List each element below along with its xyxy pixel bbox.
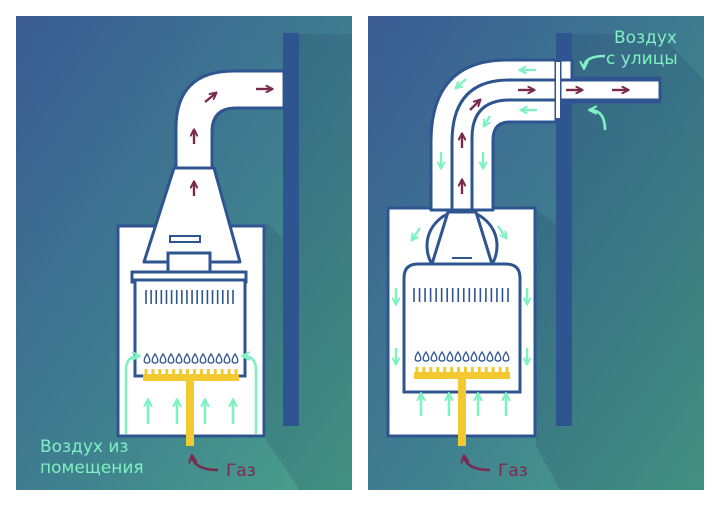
burner-nozzle [450,367,454,372]
left-burner-flames [143,352,239,364]
burner-nozzle [165,369,169,374]
gas-pipe-icon [458,378,466,446]
right-burner-flames [414,350,510,362]
left-burner-bar [143,374,239,381]
room-air-label-line2: помещения [40,458,144,478]
burner-flame-icon [183,352,191,364]
burner-flame-icon [223,352,231,364]
left-wall [283,33,299,426]
right-panel-sealed-chamber: Воздух с улицы Газ [368,16,704,490]
burner-flame-icon [231,352,239,364]
burner-nozzle [457,367,461,372]
burner-flame-icon [167,352,175,364]
gas-pipe-icon [186,380,194,446]
burner-nozzle [463,367,467,372]
right-gas-label: Газ [498,461,528,481]
left-heat-exchanger-fins [145,290,234,304]
curved-arrow-icon [590,110,607,131]
curved-arrow-icon [192,456,219,472]
burner-nozzle [505,367,509,372]
fresh-air-arrow-icon [124,356,139,434]
burner-nozzle [179,369,183,374]
burner-flame-icon [462,350,470,362]
exhaust-arrow-icon [469,100,480,111]
outside-air-label-line1: Воздух [614,28,677,48]
fresh-air-arrow-icon [243,356,258,434]
burner-nozzle [436,367,440,372]
burner-nozzle [429,367,433,372]
burner-flame-icon [470,350,478,362]
burner-nozzle [144,369,148,374]
burner-flame-icon [422,350,430,362]
right-outside-air-arrows [396,70,537,416]
burner-flame-icon [143,352,151,364]
right-shadow [536,34,704,490]
burner-nozzle [151,369,155,374]
right-burner-nozzles [415,367,509,372]
left-burner-nozzles [144,369,238,374]
curved-arrow-icon [464,456,491,472]
burner-nozzle [415,367,419,372]
fresh-air-arrow-icon [456,78,467,88]
burner-nozzle [443,367,447,372]
burner-flame-icon [446,350,454,362]
burner-flame-icon [199,352,207,364]
curved-arrow-icon [584,54,606,68]
burner-flame-icon [478,350,486,362]
exhaust-arrow-icon [204,93,216,103]
burner-flame-icon [175,352,183,364]
right-wall [556,33,572,426]
burner-nozzle [220,369,224,374]
left-exhaust-arrows [194,89,272,196]
burner-nozzle [158,369,162,374]
burner-nozzle [192,369,196,374]
room-air-label-line1: Воздух из [40,437,128,457]
burner-nozzle [199,369,203,374]
burner-flame-icon [414,350,422,362]
burner-flame-icon [191,352,199,364]
fresh-air-arrow-icon [497,225,506,238]
burner-flame-icon [159,352,167,364]
left-panel-open-chamber: Воздух из помещения Газ [16,16,352,490]
burner-flame-icon [215,352,223,364]
right-exhaust-arrows [462,90,628,194]
burner-flame-icon [494,350,502,362]
burner-flame-icon [438,350,446,362]
burner-nozzle [422,367,426,372]
fresh-air-arrow-icon [484,115,492,126]
burner-flame-icon [151,352,159,364]
burner-nozzle [227,369,231,374]
burner-nozzle [206,369,210,374]
right-coaxial-inner-pipe [450,78,662,210]
burner-nozzle [477,367,481,372]
outside-air-label-line2: с улицы [606,49,678,69]
burner-flame-icon [502,350,510,362]
burner-nozzle [234,369,238,374]
burner-nozzle [498,367,502,372]
burner-nozzle [186,369,190,374]
right-burner-bar [414,372,510,379]
burner-nozzle [172,369,176,374]
burner-nozzle [470,367,474,372]
burner-flame-icon [430,350,438,362]
left-hood-slot [169,235,201,243]
burner-flame-icon [454,350,462,362]
burner-nozzle [491,367,495,372]
left-gas-label: Газ [226,461,256,481]
fresh-air-arrow-icon [412,227,421,240]
burner-flame-icon [207,352,215,364]
left-chimney-pipe [174,69,286,170]
left-room-air-arrows [124,356,258,434]
left-flue-collar [166,251,212,275]
burner-flame-icon [486,350,494,362]
right-heat-exchanger-fins [413,288,509,302]
burner-nozzle [213,369,217,374]
left-draft-hood [142,166,242,264]
right-coaxial-outer-pipe [429,58,662,212]
burner-nozzle [484,367,488,372]
